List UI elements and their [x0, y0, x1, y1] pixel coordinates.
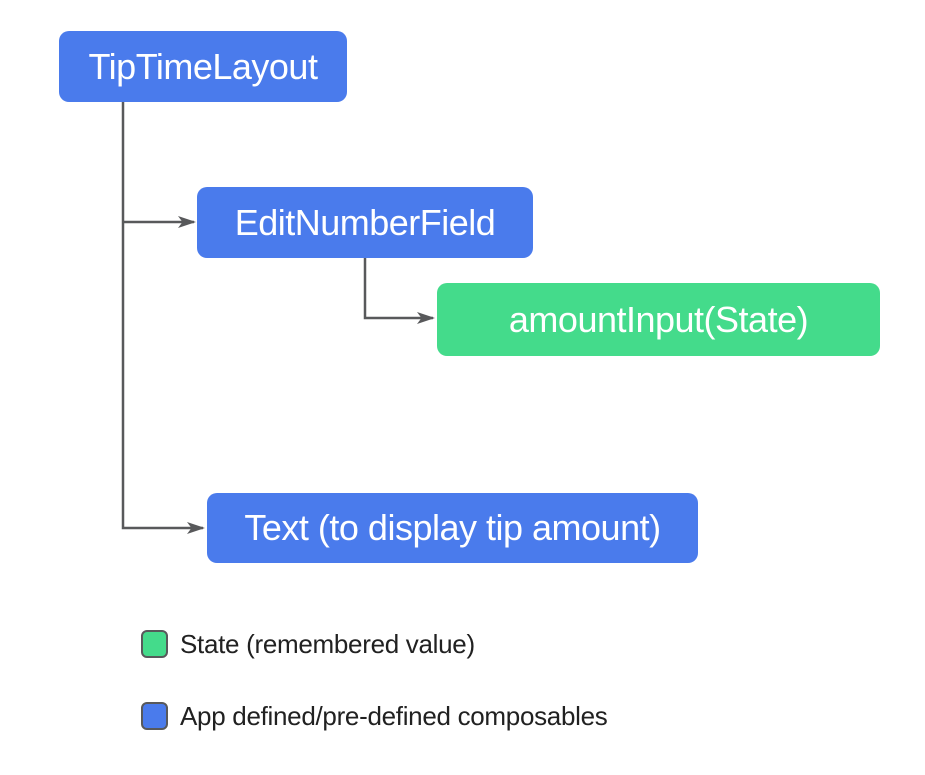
legend-composables-label: App defined/pre-defined composables	[180, 700, 608, 731]
node-editnumberfield-label: EditNumberField	[234, 201, 496, 243]
legend-item-composables: App defined/pre-defined composables	[141, 700, 608, 731]
node-text-tip-amount-label: Text (to display tip amount)	[244, 507, 661, 548]
edge-editnumberfield-to-amountinput	[363, 258, 435, 324]
edge-tiptimelayout-to-text	[121, 102, 205, 534]
node-editnumberfield: EditNumberField	[197, 187, 533, 258]
node-tiptimelayout-label: TipTimeLayout	[88, 45, 318, 87]
legend-state-swatch-icon	[141, 630, 168, 658]
node-amountinput-state-label: amountInput(State)	[508, 298, 809, 340]
legend-composables-swatch-icon	[141, 702, 168, 730]
legend-item-state: State (remembered value)	[141, 628, 475, 659]
legend-state-label: State (remembered value)	[180, 628, 475, 659]
node-amountinput-state: amountInput(State)	[437, 283, 880, 356]
node-tiptimelayout: TipTimeLayout	[59, 31, 347, 102]
node-text-tip-amount: Text (to display tip amount)	[207, 493, 698, 563]
